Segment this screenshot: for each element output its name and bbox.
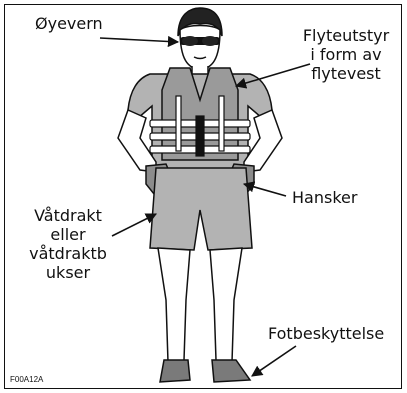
eyewear-arrow — [100, 38, 178, 42]
right-leg — [210, 248, 242, 364]
right-arm — [244, 110, 282, 172]
left-leg — [158, 248, 190, 364]
gloves-label: Hansker — [292, 188, 357, 207]
wetsuit-shorts — [150, 168, 252, 250]
wetsuit-arrow — [112, 214, 156, 236]
flotation-label-line3: flytevest — [296, 64, 396, 83]
footwear-label: Fotbeskyttelse — [268, 324, 384, 343]
footwear-arrow — [252, 346, 296, 376]
wetsuit-label: Våtdrakt eller våtdraktb ukser — [24, 206, 112, 282]
head — [180, 26, 220, 71]
flotation-label-line1: Flyteutstyr — [296, 26, 396, 45]
gloves-arrow — [244, 184, 286, 196]
figure-code: F00A12A — [10, 375, 43, 384]
wetsuit-label-line2: eller — [24, 225, 112, 244]
flotation-label: Flyteutstyr i form av flytevest — [296, 26, 396, 83]
wetsuit-label-line4: ukser — [24, 263, 112, 282]
wetsuit-label-line1: Våtdrakt — [24, 206, 112, 225]
left-arm — [118, 110, 156, 172]
wetsuit-label-line3: våtdraktb — [24, 244, 112, 263]
flotation-label-line2: i form av — [296, 45, 396, 64]
left-shoe — [160, 360, 190, 382]
goggles-icon — [180, 36, 220, 46]
eyewear-label: Øyevern — [35, 14, 103, 33]
right-shoe — [212, 360, 250, 382]
